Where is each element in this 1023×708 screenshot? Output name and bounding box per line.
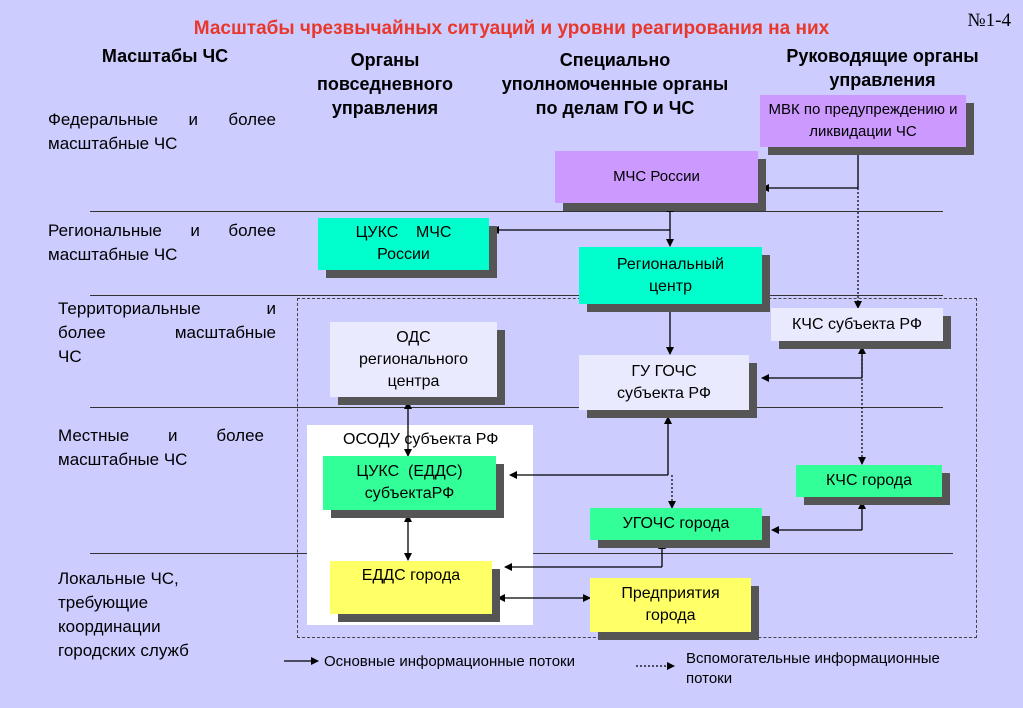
box-tsuks-edds[interactable]: ЦУКС (ЕДДС)субъектаРФ [323, 456, 496, 510]
slide-number: №1-4 [967, 10, 1011, 31]
box-kchs-city[interactable]: КЧС города [796, 465, 942, 497]
box-edds-city[interactable]: ЕДДС города [330, 561, 492, 614]
column-header-scales: Масштабы ЧС [101, 46, 229, 66]
separator-line-regional [90, 295, 943, 296]
separator-line-federal [90, 211, 943, 212]
box-mchs-russia[interactable]: МЧС России [555, 151, 758, 203]
slide-title: Масштабы чрезвычайных ситуаций и уровни … [193, 18, 830, 39]
osodu-label: ОСОДУ субъекта РФ [343, 431, 499, 448]
box-ugochs-city[interactable]: УГОЧС города [590, 508, 762, 540]
box-kchs-subject[interactable]: КЧС субъекта РФ [771, 308, 943, 341]
legend-main-label: Основные информационные потоки [324, 653, 575, 670]
separator-line-territorial [90, 407, 943, 408]
